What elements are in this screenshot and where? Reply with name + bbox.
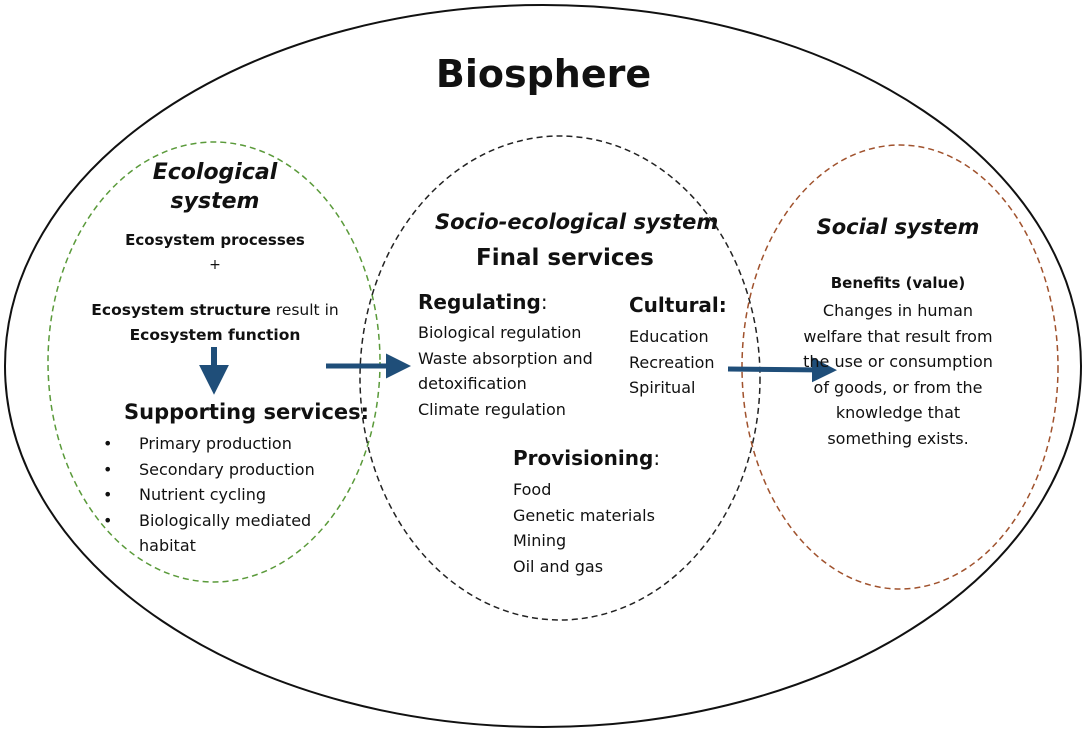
- ecosystem-processes-label: Ecosystem processes: [125, 231, 305, 249]
- result-in-text: result in: [270, 301, 339, 319]
- bullet-icon: •: [103, 434, 113, 453]
- list-item: Climate regulation: [418, 399, 566, 419]
- ecological-system-title: Ecological system: [152, 160, 278, 214]
- supporting-services-list: • Primary production • Secondary productio…: [103, 431, 315, 559]
- list-item: • Biologically mediated: [103, 508, 315, 534]
- provisioning-colon: :: [653, 446, 661, 470]
- list-item: Spiritual: [629, 378, 696, 397]
- list-item-continuation: habitat: [103, 533, 315, 559]
- ecosystem-function-label: Ecosystem function: [129, 326, 301, 344]
- benefits-title: Benefits (value): [830, 274, 966, 292]
- list-item: detoxification: [418, 374, 527, 393]
- bullet-icon: •: [103, 485, 113, 504]
- socio-ecological-system-title: Socio-ecological system: [435, 210, 719, 234]
- list-item: Oil and gas: [513, 556, 604, 576]
- final-services-title: Final services: [476, 245, 654, 271]
- list-item: Recreation: [629, 352, 715, 372]
- list-item: • Nutrient cycling: [103, 482, 315, 508]
- list-item-label: habitat: [139, 536, 196, 555]
- list-item-label: Biologically mediated: [139, 510, 312, 530]
- socio-ecological-system-ellipse: [359, 135, 761, 621]
- biosphere-title: Biosphere: [435, 52, 652, 96]
- list-item-label: Nutrient cycling: [139, 485, 266, 504]
- ecosystem-structure-label: Ecosystem structure: [91, 301, 271, 319]
- list-item: • Primary production: [103, 431, 315, 457]
- bullet-icon: •: [103, 510, 113, 530]
- provisioning-label: Provisioning: [513, 446, 654, 470]
- list-item: Food: [513, 480, 552, 499]
- list-item: Waste absorption and: [418, 348, 593, 368]
- biosphere-ellipse: [4, 4, 1082, 728]
- list-item: Genetic materials: [513, 505, 655, 525]
- arrow-to-social-system: [727, 357, 837, 383]
- list-item: Mining: [513, 531, 567, 550]
- provisioning-title: Provisioning:: [513, 446, 660, 470]
- list-item: • Secondary production: [103, 457, 315, 483]
- list-item-label: Secondary production: [139, 459, 315, 479]
- regulating-title: Regulating:: [418, 290, 548, 314]
- regulating-colon: :: [540, 290, 548, 314]
- regulating-label: Regulating: [418, 290, 541, 314]
- cultural-title: Cultural:: [629, 293, 727, 317]
- social-system-title: Social system: [816, 215, 980, 239]
- list-item: Education: [629, 327, 709, 346]
- regulating-list: Biological regulation Waste absorption a…: [418, 320, 593, 422]
- plus-sign: +: [209, 257, 221, 273]
- list-item: Biological regulation: [418, 323, 582, 342]
- list-item-label: Primary production: [139, 434, 292, 453]
- provisioning-list: Food Genetic materials Mining Oil and ga…: [513, 477, 655, 579]
- bullet-icon: •: [103, 459, 113, 479]
- ecological-system-ellipse: [47, 141, 381, 583]
- benefits-description: Changes in human welfare that result fro…: [803, 301, 993, 448]
- ecosystem-structure-text: Ecosystem structure result in Ecosystem …: [75, 298, 355, 348]
- supporting-services-title: Supporting services:: [124, 400, 370, 424]
- cultural-list: Education Recreation Spiritual: [629, 324, 715, 401]
